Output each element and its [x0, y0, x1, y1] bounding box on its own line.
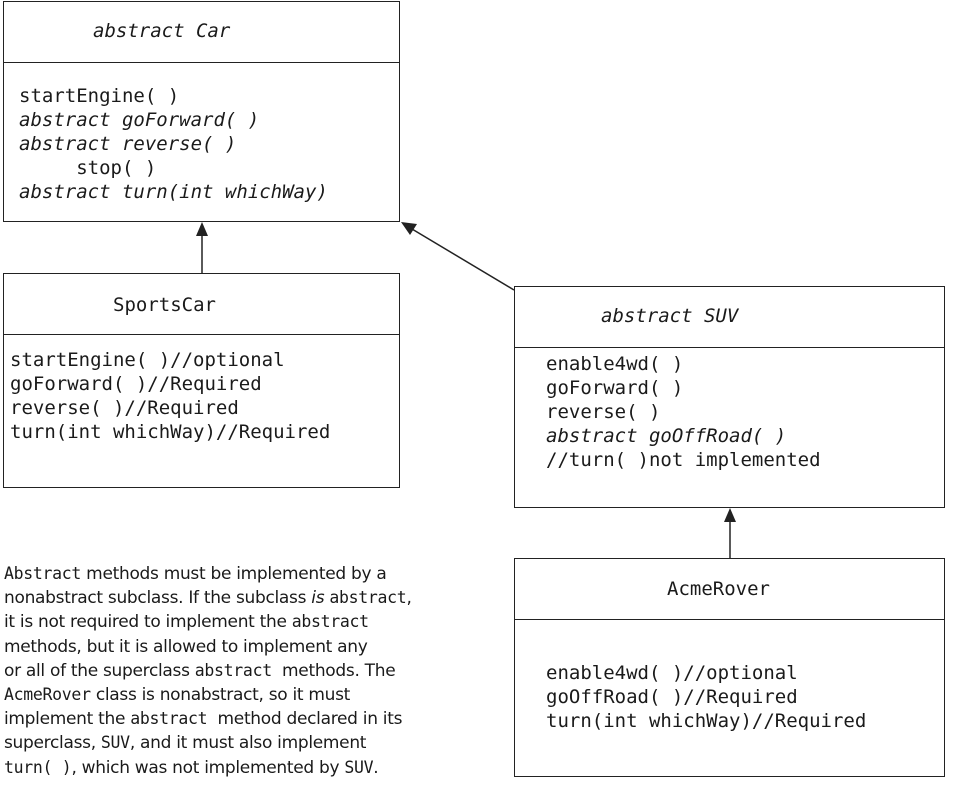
note-line: methods, but it is allowed to implement … [4, 635, 474, 659]
class-suv-divider [515, 347, 944, 348]
method-line: abstract goOffRoad( ) [546, 425, 787, 447]
note-line: AcmeRover class is nonabstract, so it mu… [4, 683, 474, 707]
code-term: AcmeRover [4, 685, 91, 705]
note-line: it is not required to implement the abst… [4, 610, 474, 634]
note-text: superclass, [4, 733, 101, 754]
method-line: goForward( ) [546, 377, 684, 399]
code-term: abstract [194, 660, 272, 680]
class-suv-title: abstract SUV [601, 305, 739, 327]
method-line: //turn( )not implemented [546, 449, 821, 471]
method-line: enable4wd( ) [546, 353, 684, 375]
method-line: goOffRoad( )//Required [546, 686, 798, 708]
note-line: nonabstract subclass. If the subclass is… [4, 586, 474, 610]
note-emphasis: is [311, 588, 325, 609]
suv-to-car-arrowhead [401, 222, 417, 235]
code-term: abstract [130, 709, 208, 729]
class-sportscar-title: SportsCar [113, 294, 216, 316]
note-line: turn( ), which was not implemented by SU… [4, 756, 474, 780]
note-text: . [373, 757, 379, 778]
code-term: SUV [100, 733, 130, 753]
explanation-note: Abstract methods must be implemented by … [4, 562, 474, 780]
code-term: abstract [291, 612, 369, 632]
method-line: abstract turn(int whichWay) [19, 181, 328, 203]
note-text: methods must be implemented by a [81, 564, 387, 584]
note-line: or all of the superclass abstract method… [4, 659, 474, 683]
note-text: methods. The [271, 660, 396, 681]
sportscar-to-car-arrowhead [196, 222, 208, 236]
class-acmerover-divider [515, 619, 944, 620]
code-term: Abstract [4, 564, 82, 583]
class-car-title: abstract Car [93, 20, 231, 42]
code-term: turn( ) [4, 757, 72, 777]
note-text: or all of the superclass [4, 660, 195, 681]
note-line: Abstract methods must be implemented by … [4, 562, 474, 586]
method-line: abstract goForward( ) [19, 109, 260, 131]
method-line: reverse( ) [546, 401, 661, 423]
class-car-divider [4, 62, 399, 63]
note-line: implement the abstract method declared i… [4, 707, 474, 731]
class-acmerover-title: AcmeRover [667, 578, 770, 600]
method-line: reverse( )//Required [10, 397, 239, 419]
method-line: turn(int whichWay)//Required [10, 421, 331, 443]
class-car-methods: startEngine( )abstract goForward( )abstr… [19, 84, 328, 204]
method-line: turn(int whichWay)//Required [546, 710, 867, 732]
method-line: enable4wd( )//optional [546, 662, 798, 684]
note-line: superclass, SUV, and it must also implem… [4, 731, 474, 755]
note-text: method declared in its [207, 709, 403, 730]
suv-to-car-line [411, 228, 515, 291]
note-text: class is nonabstract, so it must [90, 685, 351, 706]
note-text: , [406, 588, 412, 609]
method-line: abstract reverse( ) [19, 133, 237, 155]
class-suv: abstract SUV enable4wd( )goForward( )rev… [514, 286, 945, 508]
acme-to-suv-arrowhead [724, 508, 736, 522]
note-text: nonabstract subclass. If the subclass [4, 588, 312, 609]
class-suv-methods: enable4wd( )goForward( )reverse( )abstra… [546, 352, 821, 472]
class-sportscar-divider [4, 334, 399, 335]
method-line: startEngine( )//optional [10, 349, 285, 371]
code-term: SUV [344, 757, 374, 777]
method-line: startEngine( ) [19, 85, 180, 107]
note-text: , which was not implemented by [71, 757, 345, 778]
note-text: implement the [4, 709, 131, 730]
note-text: it is not required to implement the [4, 612, 292, 633]
note-text: methods, but it is allowed to implement … [4, 636, 368, 657]
method-line: stop( ) [19, 157, 157, 179]
code-term: abstract [329, 588, 407, 608]
method-line: goForward( )//Required [10, 373, 262, 395]
class-car: abstract Car startEngine( )abstract goFo… [3, 1, 400, 222]
note-text: , and it must also implement [129, 733, 367, 754]
